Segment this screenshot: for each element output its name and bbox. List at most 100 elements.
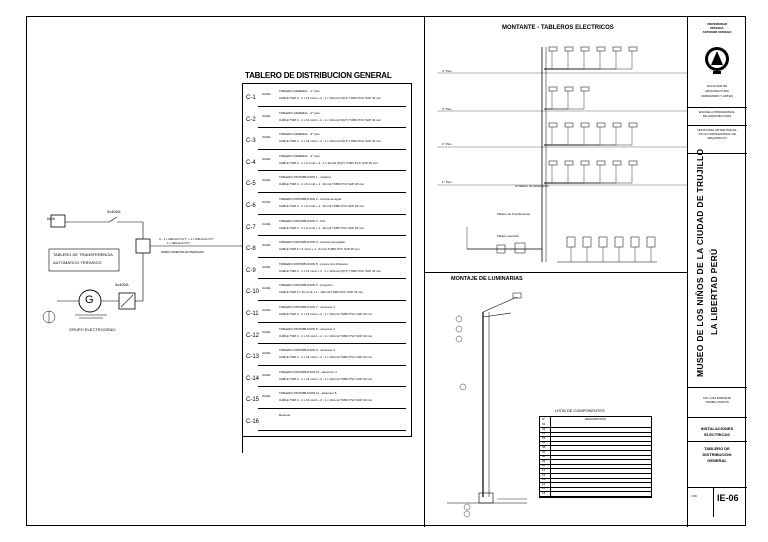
circuit-cable: CABLE TW# 3 - 1 x 6 mm2 + 1 - 6mm2 TUBO … — [279, 204, 365, 208]
component-row-line — [540, 463, 651, 465]
drawing-sheet: kWh 3x400A TABLERO DE TRANSFERENCIA AUTO… — [26, 16, 747, 527]
component-row-line — [540, 459, 651, 461]
component-row-line — [540, 427, 651, 428]
bus-tail — [242, 435, 243, 453]
component-row: 14 — [542, 481, 546, 486]
tb-div-1 — [687, 107, 747, 108]
circuit-desc: TABLERO DISTRIBUCION 4 - bomba sumergibl… — [279, 240, 345, 245]
circuit-desc: TABLERO GENERAL - 2° piso — [279, 110, 320, 115]
univ-line-1: UNIVERSIDAD — [706, 22, 728, 26]
tb-div-4 — [687, 387, 747, 388]
circuit-cable: CABLE TW# 3 - 1 x 16 mm2 + 2 - 1 x 10mm2… — [279, 355, 373, 360]
circuit-line — [258, 299, 406, 301]
circuit-id: C-7 — [246, 224, 256, 231]
tablero-title: TABLERO DE DISTRIBUCION GENERAL — [245, 71, 392, 80]
circuit-line — [258, 235, 406, 237]
circuit-breaker: 3x30A — [262, 329, 271, 334]
title-block: UNIVERSIDAD PRIVADA ANTENOR ORREGO FACUL… — [687, 17, 747, 527]
circuit-id: C-8 — [246, 246, 256, 253]
specialty-line-2: ELECTRICAS — [704, 432, 730, 437]
circuit-desc: Reserva — [279, 413, 291, 417]
tb-div-2 — [687, 125, 747, 126]
circuit-breaker: 3x30A — [262, 113, 271, 118]
circuit-desc: TABLERO DISTRIBUCION 7 - ascensor 1 — [279, 305, 335, 309]
component-row-line — [540, 436, 651, 438]
component-row: 03 — [542, 431, 546, 436]
component-row-line — [540, 496, 651, 497]
scale-label: 1:50 — [691, 494, 697, 498]
component-row-line — [540, 491, 651, 493]
circuit-line — [258, 170, 406, 172]
circuit-cable: CABLE TW# 3 - 1 x 6 mm2 + 1 - 6mm2 TUBO … — [279, 225, 365, 230]
gen-breaker-label: 3x400A — [115, 282, 129, 287]
components-col-desc: DESCRIPCION — [585, 417, 606, 421]
component-row-line — [540, 450, 651, 451]
circuit-desc: TABLERO DISTRIBUCION 5 - postes con difu… — [279, 261, 348, 266]
university-logo — [705, 47, 729, 74]
component-row-line — [540, 482, 651, 484]
montante-note-1: Al Tablero de Distribución — [515, 184, 549, 188]
circuit-cable: CABLE TW# 3 - 1 x 16 mm2 + 2 - 1 x 10mm2… — [279, 96, 382, 100]
circuit-breaker: 3x30A — [262, 156, 271, 161]
project-title-2: LA LIBERTAD PERÚ — [709, 248, 719, 336]
montante-note-3: Tablero General — [497, 234, 519, 238]
faculty-line-1: FACULTAD DE — [706, 84, 728, 88]
component-row: 12 — [542, 472, 546, 477]
component-row-line — [540, 431, 651, 433]
circuit-cable: CABLE TW# 3 - 1 x 16 mm2 + 2 - 1 x 10mm2… — [279, 312, 373, 316]
circuit-cable: CABLE TW# 3 x 6 mm2 + 1 - 6mm2 TUBO PVC … — [279, 247, 360, 252]
advisor-line-1: DR. LUIS ENRIQUE — [703, 396, 731, 400]
circuit-breaker: 3x30A — [262, 308, 271, 312]
montante-diagram — [437, 46, 687, 263]
circuit-line — [258, 191, 406, 193]
luminarias-title: MONTAJE DE LUMINARIAS — [451, 276, 523, 282]
circuit-cable: CABLE TW# 3 - 1 x 16 mm2 + 2 - 1 x 10mm2… — [279, 333, 373, 338]
circuit-cable: CABLE TW# 3 - 1 x 16 mm2 + 2 - 1 x 10mm2… — [279, 117, 382, 122]
circuit-breaker: 3x30A — [262, 286, 271, 291]
circuit-line — [258, 364, 406, 366]
circuit-cable: CABLE TW# 3 - 1 x 16 mm2 + 2 - 1 x 10mm2… — [279, 139, 382, 144]
thesis-line-1: TESIS PARA OPTAR POR EL — [696, 128, 738, 132]
component-row: 15 — [542, 486, 546, 491]
component-row: 01 — [542, 422, 546, 426]
circuit-desc: TABLERO GENERAL - 4° piso — [279, 153, 320, 158]
component-row: 10 — [542, 463, 546, 468]
circuit-breaker: 3x30A — [262, 264, 271, 269]
transfer-label-2: AUTOMATICO TRIFASICO — [53, 260, 102, 265]
circuit-table — [242, 83, 412, 437]
circuit-breaker: 3x30A — [262, 135, 271, 140]
component-col-line — [550, 417, 551, 497]
sheet-title-1: TABLERO DE — [704, 446, 730, 451]
circuit-cable: CABLE TW# 3 - 1 x 16 mm2 + 2 - 1 x 10mm2… — [279, 398, 373, 403]
montante-title: MONTANTE - TABLEROS ELECTRICOS — [502, 25, 614, 31]
circuit-line — [258, 343, 406, 345]
circuit-breaker: 3x30A — [262, 394, 271, 399]
circuit-line — [258, 256, 406, 258]
faculty-line-3: URBANISMO Y ARTES — [701, 94, 733, 98]
component-row: 08 — [542, 454, 546, 459]
component-row: 06 — [542, 445, 546, 449]
circuit-line — [258, 407, 406, 409]
circuit-desc: TABLERO GENERAL - 3° piso — [279, 132, 320, 137]
school-line-2: DE ARQUITECTURA — [702, 114, 732, 118]
circuit-breaker: 3x30A — [262, 178, 271, 183]
circuit-breaker: 3x30A — [262, 372, 271, 377]
circuit-id: C-11 — [246, 311, 259, 317]
component-row: 02 — [542, 426, 546, 431]
component-row-line — [540, 468, 651, 470]
component-row-line — [540, 473, 651, 474]
generator-symbol: G — [85, 294, 94, 306]
circuit-breaker: 3x30A — [262, 200, 271, 204]
components-col-num: Nº — [542, 417, 546, 421]
component-row: 04 — [542, 435, 546, 440]
